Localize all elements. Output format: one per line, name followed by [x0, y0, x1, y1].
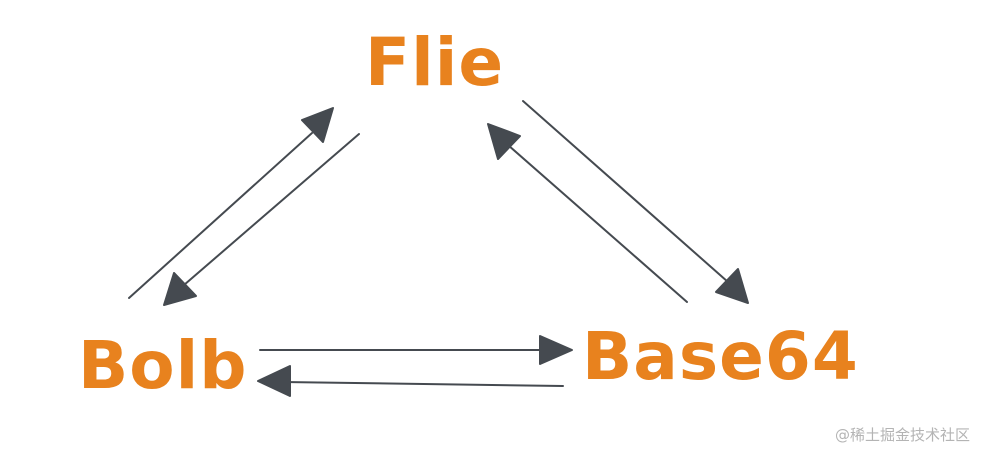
watermark-text: @稀土掘金技术社区 [834, 426, 970, 444]
node-flie-label: Flie [365, 24, 505, 101]
node-base64-label: Base64 [582, 318, 859, 395]
arrow-flie-to-base64 [522, 100, 749, 304]
node-bolb-label: Bolb [78, 327, 248, 404]
arrow-base64-to-bolb [257, 365, 564, 397]
arrow-base64-to-flie [487, 123, 688, 303]
arrow-flie-to-bolb [163, 133, 360, 306]
arrow-bolb-to-base64 [259, 335, 573, 365]
arrow-bolb-to-flie [128, 107, 334, 299]
